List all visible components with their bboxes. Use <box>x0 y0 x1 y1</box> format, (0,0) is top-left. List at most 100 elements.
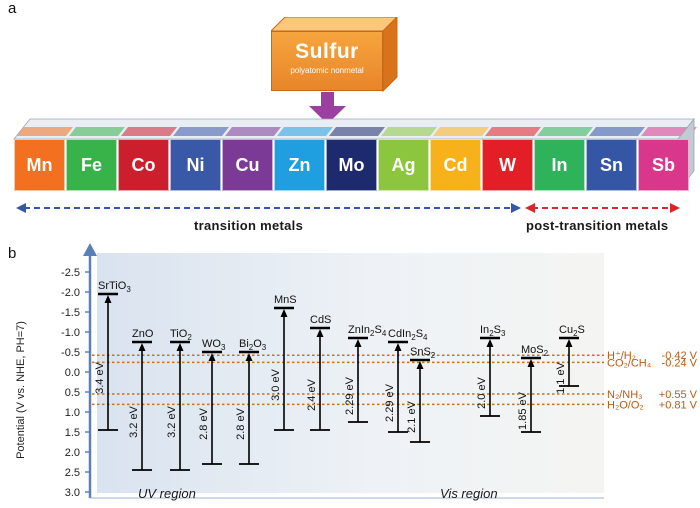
band-gap-label: 2.29 eV <box>384 383 396 422</box>
y-tick-label: 3.0 <box>65 487 80 499</box>
y-tick-label: 0.5 <box>65 387 80 399</box>
material-label: CdIn2S4 <box>388 328 428 342</box>
band-gap-label: 2.29 eV <box>344 376 356 415</box>
y-tick-label: -1.5 <box>61 307 80 319</box>
post-transition-arrow-left <box>525 203 535 213</box>
material-label: CdS <box>310 314 331 326</box>
band-arrow-head <box>416 361 424 369</box>
band-arrow-head <box>394 343 402 351</box>
band-gap-label: 2.8 eV <box>198 407 210 439</box>
y-tick-label: 1.0 <box>65 407 80 419</box>
plot-background <box>97 253 604 493</box>
material-label: TiO2 <box>170 328 192 342</box>
element-top-mo <box>329 127 385 136</box>
transition-metals-label: transition metals <box>194 218 304 233</box>
material-label: ZnO <box>132 328 154 340</box>
element-tile-w: W <box>482 139 533 191</box>
element-top-sn <box>589 127 645 136</box>
band-gap-label: 2.4 eV <box>306 378 318 410</box>
y-tick-label: 2.0 <box>65 447 80 459</box>
element-top-ni <box>173 127 229 136</box>
element-top-in <box>537 127 593 136</box>
down-arrow-shaft <box>321 92 334 107</box>
y-axis-label: Potential (V vs. NHE, PH=7) <box>15 321 27 459</box>
band-arrow-head <box>245 353 253 361</box>
panel-a-graphics <box>13 92 697 213</box>
post-transition-arrow-right <box>670 203 680 213</box>
y-tick-label: -2.0 <box>61 287 80 299</box>
reference-value-label: -0.24 V <box>662 357 698 369</box>
element-top-ag <box>381 127 437 136</box>
element-tile-ag: Ag <box>378 139 429 191</box>
sulfur-box-3d <box>271 17 398 93</box>
transition-arrow-right <box>511 203 521 213</box>
band-arrow-head <box>316 329 324 337</box>
band-gap-label: 3.4 eV <box>94 361 106 393</box>
band-gap-label: 3.2 eV <box>166 405 178 437</box>
reference-value-label: -0.42 V <box>662 350 698 362</box>
element-tile-ni: Ni <box>170 139 221 191</box>
band-gap-label: 2.8 eV <box>235 407 247 439</box>
reference-couple-label: H⁺/H₂ <box>607 350 636 362</box>
element-tile-fe: Fe <box>66 139 117 191</box>
sulfur-subtitle: polyatomic nonmetal <box>290 66 364 75</box>
band-gap-label: 3.2 eV <box>128 405 140 437</box>
y-tick-label: 2.5 <box>65 467 80 479</box>
reference-couple-label: N₂/NH₃ <box>607 389 643 401</box>
material-label: Bi2O3 <box>239 338 267 352</box>
reference-couple-label: H₂O/O₂ <box>607 399 644 411</box>
element-top-cu <box>225 127 281 136</box>
band-arrow-head <box>354 339 362 347</box>
y-tick-label: -1.0 <box>61 327 80 339</box>
element-tile-mn: Mn <box>14 139 65 191</box>
element-tile-in: In <box>534 139 585 191</box>
element-top-mn <box>17 127 73 136</box>
element-top-fe <box>69 127 125 136</box>
band-arrow-head <box>138 343 146 351</box>
material-label: MoS2 <box>521 344 549 358</box>
element-tile-sn: Sn <box>586 139 637 191</box>
material-label: ZnIn2S4 <box>348 324 387 338</box>
band-gap-label: 3.0 eV <box>270 368 282 400</box>
y-tick-label: -0.5 <box>61 347 80 359</box>
vis-region-label: Vis region <box>440 486 498 501</box>
y-tick-label: 1.5 <box>65 427 80 439</box>
band-chart: -2.5 -2.0 -1.5 -1.0 -0.5 0.0 0.5 1.0 1.5 2.0 2.5 3.… <box>0 240 700 508</box>
material-label: Cu2S <box>559 324 585 338</box>
reference-couple-label: CO₂/CH₄ <box>607 357 652 369</box>
sulfur-title: Sulfur <box>295 40 359 63</box>
band-arrow-head <box>565 339 573 347</box>
element-tile-cd: Cd <box>430 139 481 191</box>
y-tick-label: 0.0 <box>65 367 80 379</box>
band-gap-label: 1.1 eV <box>555 361 567 393</box>
band-arrow-head <box>208 353 216 361</box>
material-label: In2S3 <box>480 324 506 338</box>
post-transition-metals-label: post-transition metals <box>526 218 669 233</box>
element-tile-zn: Zn <box>274 139 325 191</box>
material-label: SnS2 <box>410 346 436 360</box>
element-top-w <box>485 127 541 136</box>
band-gap-label: 2.1 eV <box>406 400 418 432</box>
y-axis-arrowhead <box>83 243 97 256</box>
material-label: SrTiO3 <box>98 280 131 294</box>
band-arrow-head <box>280 309 288 317</box>
band-gap-label: 1.85 eV <box>517 391 529 430</box>
sulfur-box: Sulfur polyatomic nonmetal <box>271 17 399 93</box>
element-tile-co: Co <box>118 139 169 191</box>
band-arrow-head <box>486 339 494 347</box>
material-label: WO3 <box>202 338 226 352</box>
band-arrow-head <box>104 295 112 303</box>
band-arrow-head <box>527 359 535 367</box>
down-arrow-head <box>309 106 346 124</box>
band-gap-label: 2.0 eV <box>476 376 488 408</box>
element-top-co <box>121 127 177 136</box>
element-tile-mo: Mo <box>326 139 377 191</box>
panel-b-label: b <box>8 245 17 262</box>
element-top-cd <box>433 127 489 136</box>
transition-arrow-left <box>16 203 26 213</box>
y-tick-label: -2.5 <box>61 267 80 279</box>
material-label: MnS <box>274 294 297 306</box>
band-chart-svg: -2.5 -2.0 -1.5 -1.0 -0.5 0.0 0.5 1.0 1.5 2.0 2.5 3.… <box>15 243 698 501</box>
band-arrow-head <box>176 343 184 351</box>
uv-region-label: UV region <box>138 486 196 501</box>
